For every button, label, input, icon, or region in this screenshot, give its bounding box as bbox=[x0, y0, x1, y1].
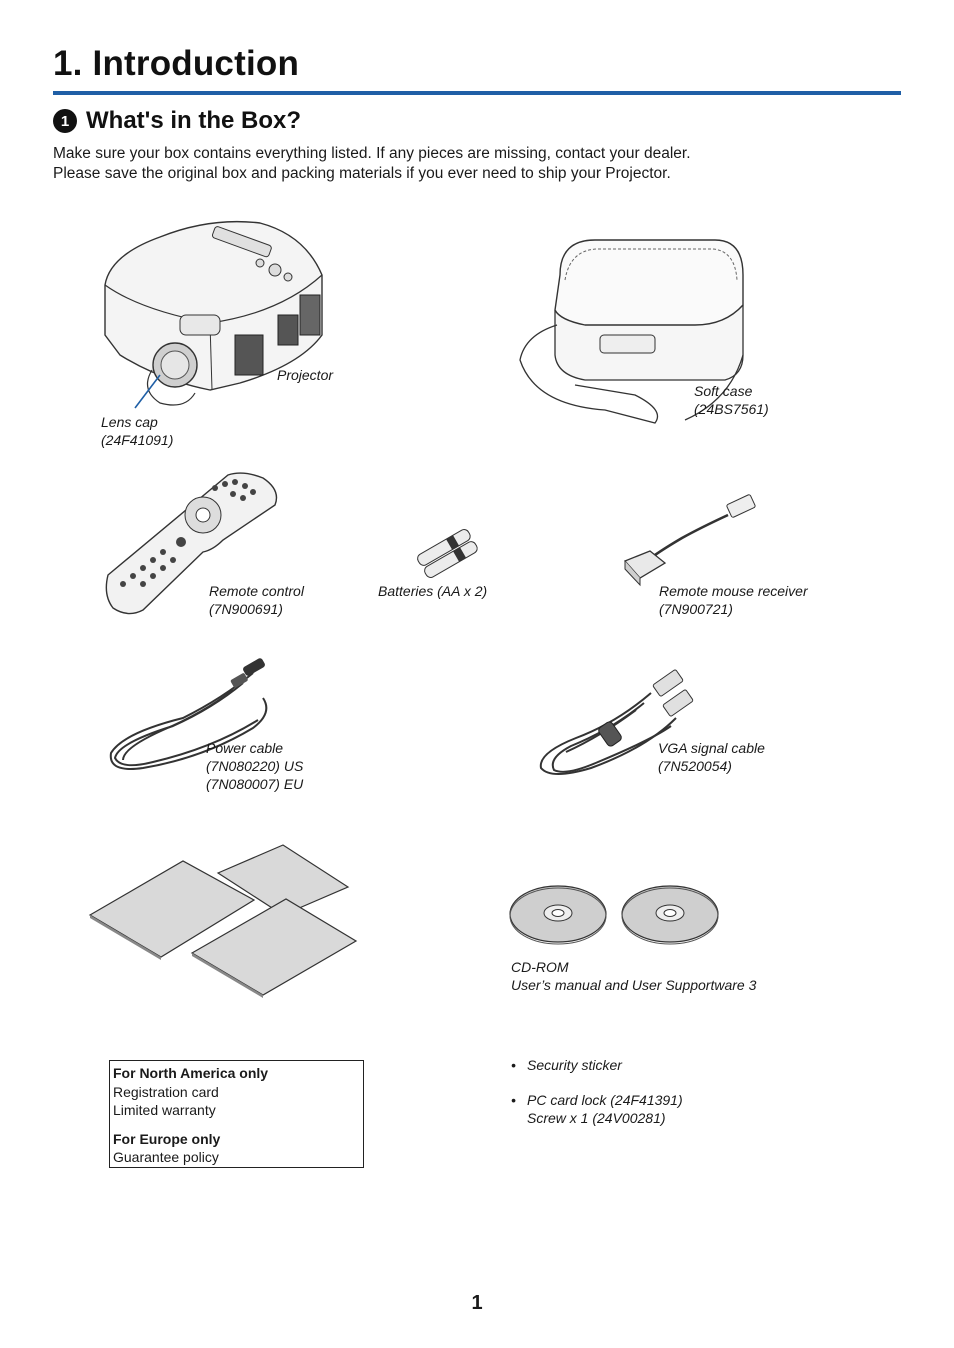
intro-line-1: Make sure your box contains everything l… bbox=[53, 145, 691, 162]
power-cable-illustration bbox=[109, 658, 268, 770]
limited-warranty-item: Limited warranty bbox=[113, 1102, 216, 1118]
mouse-receiver-illustration bbox=[623, 494, 756, 587]
pc-card-lock-text: PC card lock (24F41391) Screw x 1 (24V00… bbox=[527, 1091, 683, 1127]
soft-case-label: Soft case bbox=[694, 383, 753, 399]
section-title: What's in the Box? bbox=[86, 107, 302, 134]
extras-item-pc-card-lock: • PC card lock (24F41391) Screw x 1 (24V… bbox=[511, 1091, 683, 1127]
section-number-badge: 1 bbox=[53, 109, 77, 133]
projector-illustration bbox=[104, 220, 323, 409]
batteries-illustration bbox=[417, 529, 478, 578]
page-title: 1. Introduction bbox=[53, 44, 300, 83]
extras-item-security-sticker: • Security sticker bbox=[511, 1056, 683, 1074]
vga-cable-illustration bbox=[539, 669, 694, 775]
documents-illustration bbox=[88, 844, 358, 998]
power-cable-part-us: (7N080220) US bbox=[206, 758, 304, 774]
lens-cap-label: Lens cap bbox=[101, 414, 158, 430]
power-cable-label: Power cable bbox=[206, 740, 284, 756]
lens-cap-part: (24F41091) bbox=[101, 432, 174, 448]
soft-case-illustration bbox=[519, 239, 744, 424]
north-america-heading: For North America only bbox=[113, 1065, 269, 1081]
remote-control-label: Remote control bbox=[209, 583, 304, 599]
cdrom-caption: CD-ROM User’s manual and User Supportwar… bbox=[511, 958, 756, 994]
remote-control-caption: Remote control (7N900691) bbox=[209, 582, 304, 618]
bullet-icon: • bbox=[511, 1057, 516, 1073]
section-heading: 1 What's in the Box? bbox=[53, 107, 301, 135]
mouse-receiver-label: Remote mouse receiver bbox=[659, 583, 808, 599]
power-cable-part-eu: (7N080007) EU bbox=[206, 776, 304, 792]
soft-case-caption: Soft case (24BS7561) bbox=[694, 382, 769, 418]
mouse-receiver-caption: Remote mouse receiver (7N900721) bbox=[659, 582, 808, 618]
projector-caption: Projector bbox=[277, 367, 334, 383]
cdrom-label: CD-ROM bbox=[511, 959, 569, 975]
intro-line-2: Please save the original box and packing… bbox=[53, 165, 671, 182]
vga-cable-label: VGA signal cable bbox=[658, 740, 765, 756]
power-cable-caption: Power cable (7N080220) US (7N080007) EU bbox=[206, 739, 303, 793]
soft-case-part: (24BS7561) bbox=[694, 401, 769, 417]
page-number: 1 bbox=[471, 1292, 483, 1314]
batteries-caption: Batteries (AA x 2) bbox=[378, 583, 488, 599]
europe-heading: For Europe only bbox=[113, 1130, 221, 1147]
remote-control-illustration bbox=[105, 472, 278, 615]
registration-card-item: Registration card bbox=[113, 1083, 219, 1100]
cdrom-desc: User’s manual and User Supportware 3 bbox=[511, 977, 757, 993]
intro-paragraph: Make sure your box contains everything l… bbox=[53, 144, 691, 184]
lens-cap-caption: Lens cap (24F41091) bbox=[101, 413, 173, 449]
security-sticker-text: Security sticker bbox=[527, 1057, 622, 1073]
remote-control-part: (7N900691) bbox=[209, 601, 283, 617]
cdrom-illustration bbox=[509, 885, 719, 945]
screw-line: Screw x 1 (24V00281) bbox=[527, 1110, 666, 1126]
documents-region-box: For North America only Registration card… bbox=[109, 1060, 364, 1168]
bullet-icon: • bbox=[511, 1092, 516, 1108]
guarantee-policy-item: Guarantee policy bbox=[113, 1149, 219, 1165]
title-rule bbox=[53, 91, 901, 95]
pc-card-lock-line: PC card lock (24F41391) bbox=[527, 1092, 683, 1108]
mouse-receiver-part: (7N900721) bbox=[659, 601, 733, 617]
vga-cable-caption: VGA signal cable (7N520054) bbox=[658, 739, 765, 775]
extras-list: • Security sticker • PC card lock (24F41… bbox=[511, 1056, 683, 1127]
vga-cable-part: (7N520054) bbox=[658, 758, 732, 774]
